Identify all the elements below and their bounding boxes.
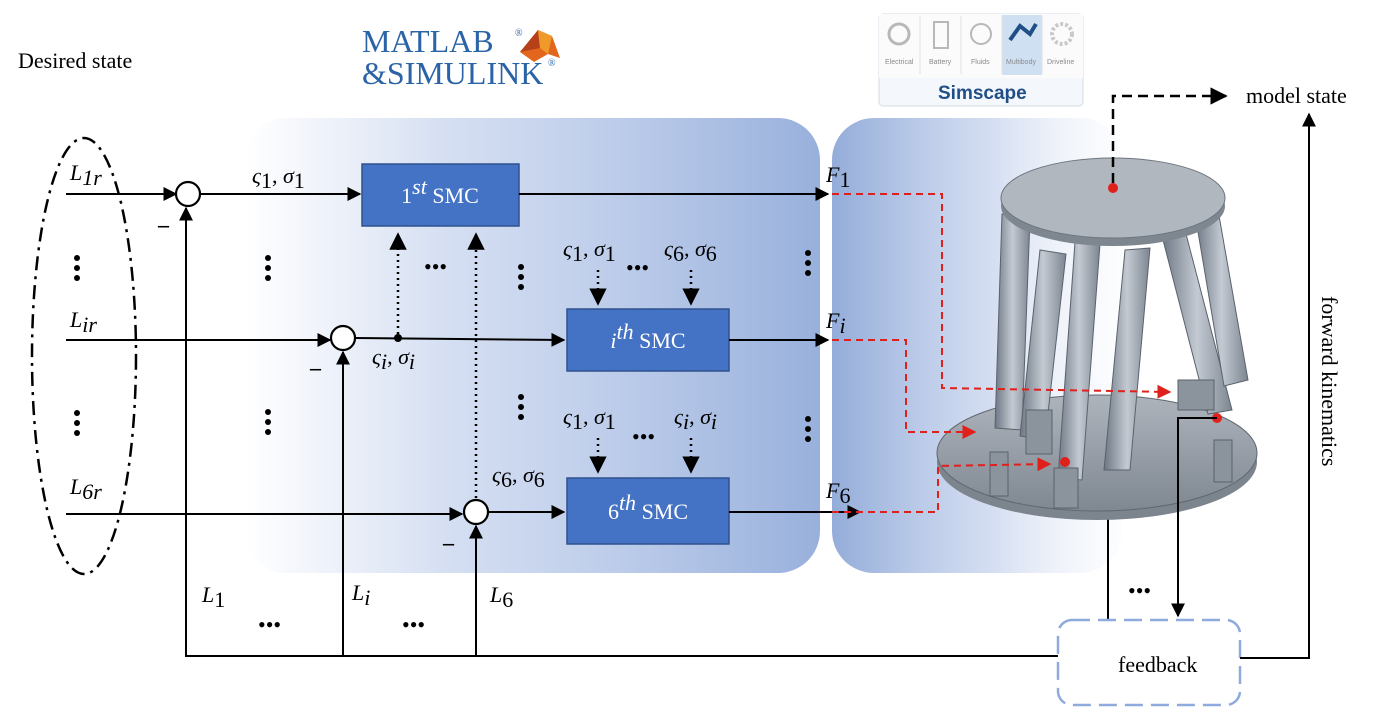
matlab-simulink-logo: MATLAB ® &SIMULINK ® [362,23,560,91]
svg-text:Fluids: Fluids [971,59,990,66]
summing-junction-1 [174,180,202,208]
svg-text:Simscape: Simscape [938,83,1027,104]
measured-label-L6: L6 [489,582,513,612]
smc-block-6-label: 6th SMC [608,490,688,524]
stewart-platform-model [936,157,1258,520]
input-label-Lir: Lir [69,307,97,337]
input-label-L6r: L6r [69,474,102,504]
fluids-icon [970,23,992,45]
electrical-icon [887,22,911,46]
minus-sign-6: – [442,530,455,555]
svg-text:®: ® [548,58,556,69]
svg-text:MATLAB: MATLAB [362,23,494,59]
platform-measure-point [1108,183,1118,193]
simulink-panel [245,118,820,573]
signal-label-s6: ς6, σ6 [492,462,545,492]
feedback-label: feedback [1118,652,1197,677]
desired-state-ellipse [30,136,138,576]
smc-block-i[interactable] [566,308,730,372]
signal-label-ith-in-1: ς1, σ1 [563,236,616,266]
smc-block-1-label: 1st SMC [401,174,479,208]
signal-label-6th-in-i: ςi, σi [674,404,717,434]
measured-label-L1: L1 [201,582,225,612]
measured-label-Li: Li [351,580,370,610]
signal-label-6th-in-1: ς1, σ1 [563,404,616,434]
ellipsis-h-2: ••• [258,612,281,637]
svg-text:Battery: Battery [929,59,952,66]
summing-junction-i [329,324,357,352]
svg-text:Driveline: Driveline [1047,59,1074,66]
feedback-block[interactable] [1056,618,1242,707]
forward-kinematics-label: forward kinematics [1317,296,1342,466]
force-label-Fi: Fi [825,308,846,338]
svg-text:&SIMULINK: &SIMULINK [362,55,543,91]
svg-text:Multibody: Multibody [1006,59,1036,66]
driveline-icon [1050,22,1074,46]
smc-block-i-label: ith SMC [610,319,685,353]
ellipsis-h-4: ••• [1128,578,1151,603]
signal-label-ith-in-6: ς6, σ6 [664,236,717,266]
signal-label-si: ςi, σi [372,344,415,374]
input-label-L1r: L1r [69,160,102,190]
svg-text:Electrical: Electrical [885,59,914,66]
ellipsis-6th-inputs: ••• [632,424,655,449]
ellipsis-h-1: ••• [424,254,447,279]
signal-label-s1: ς1, σ1 [252,163,305,193]
multibody-icon [1008,22,1038,42]
smc-block-1[interactable] [361,163,520,227]
minus-sign-i: – [309,355,322,380]
ellipsis-ith-inputs: ••• [626,255,649,280]
smc-block-6[interactable] [566,477,730,545]
ellipsis-h-3: ••• [402,612,425,637]
minus-sign-1: – [157,212,170,237]
svg-text:®: ® [515,28,523,39]
desired-state-label: Desired state [18,48,132,73]
simscape-logo: Electrical Battery Fluids Multibody Driv… [878,13,1084,107]
joint-measure-point-2 [1060,457,1070,467]
model-state-label: model state [1246,83,1347,108]
ellipsis-dots [74,250,811,442]
force-label-F1: F1 [825,162,850,192]
battery-icon [933,21,949,49]
summing-junction-6 [462,498,490,526]
force-label-F6: F6 [825,478,850,508]
